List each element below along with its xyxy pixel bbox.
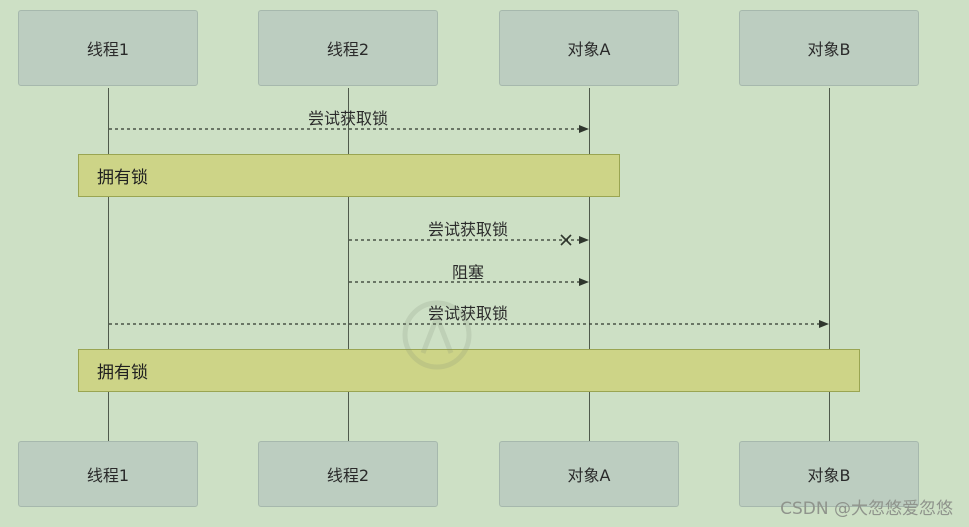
lifeline-object-a [589, 88, 590, 442]
participant-label: 对象B [807, 40, 851, 59]
participant-label: 线程2 [326, 40, 370, 59]
lifeline-thread1 [108, 88, 109, 442]
lost-message-x-icon [560, 234, 572, 246]
participant-thread2-top: 线程2 [258, 10, 438, 86]
activation-thread1-owns-lock-1: 拥有锁 [78, 154, 620, 197]
message-label-3: 阻塞 [451, 263, 485, 282]
participant-label: 对象A [567, 40, 611, 59]
credit-text: CSDN @大忽悠爱忽悠 [780, 499, 953, 519]
lifeline-thread2 [348, 88, 349, 442]
participant-object-b-top: 对象B [739, 10, 919, 86]
participant-thread1-bottom: 线程1 [18, 441, 198, 507]
participant-label: 线程1 [86, 466, 130, 485]
participant-label: 对象A [567, 466, 611, 485]
participant-thread2-bottom: 线程2 [258, 441, 438, 507]
message-label-4: 尝试获取锁 [427, 304, 509, 323]
lifeline-object-b [829, 88, 830, 442]
activation-label: 拥有锁 [97, 168, 148, 188]
participant-label: 线程1 [86, 40, 130, 59]
activation-thread1-owns-lock-2: 拥有锁 [78, 349, 860, 392]
participant-thread1-top: 线程1 [18, 10, 198, 86]
participant-object-a-top: 对象A [499, 10, 679, 86]
participant-label: 线程2 [326, 466, 370, 485]
message-label-1: 尝试获取锁 [307, 109, 389, 128]
participant-object-a-bottom: 对象A [499, 441, 679, 507]
participant-object-b-bottom: 对象B [739, 441, 919, 507]
participant-label: 对象B [807, 466, 851, 485]
message-label-2: 尝试获取锁 [427, 220, 509, 239]
activation-label: 拥有锁 [97, 363, 148, 383]
